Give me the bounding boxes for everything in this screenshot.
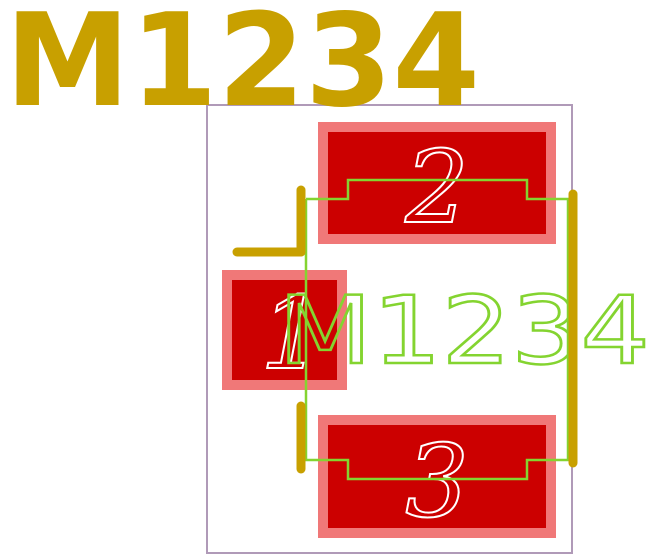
pad-1-copper [232, 280, 337, 380]
pad-3-number: 3 [405, 423, 469, 540]
pad-1[interactable]: 1 [222, 270, 347, 393]
silkscreen-outline [232, 185, 578, 474]
pad-2-copper [328, 132, 546, 234]
pad-3-copper [328, 425, 546, 528]
pad-1-number: 1 [260, 275, 324, 392]
pad-3[interactable]: 3 [318, 415, 556, 541]
silk-reference-text: M1234 [5, 0, 480, 136]
fab-value-text: M1234 [278, 277, 650, 386]
pad-2[interactable]: 2 [318, 122, 556, 247]
fab-body-outline [304, 178, 570, 481]
pad-2-number: 2 [404, 129, 469, 246]
